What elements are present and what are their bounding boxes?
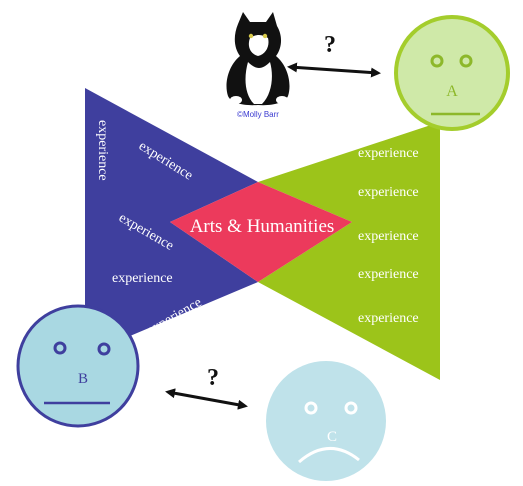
right-experience-label: experience [358, 146, 419, 161]
right-experience-label: experience [358, 185, 419, 200]
face-c [266, 361, 386, 481]
question-mark-bottom: ? [207, 365, 219, 391]
face-a [394, 15, 510, 131]
face-b [16, 304, 140, 428]
face-a-letter: A [446, 83, 458, 100]
face-c-letter: C [327, 429, 337, 445]
double-arrow-icon [287, 62, 381, 78]
photo-credit: ©Molly Barr [237, 110, 279, 119]
right-experience-label: experience [358, 311, 419, 326]
right-triangle [258, 122, 440, 380]
right-experience-label: experience [358, 229, 419, 244]
left-triangle [85, 88, 258, 355]
right-experience-label: experience [358, 267, 419, 282]
question-mark-top: ? [324, 32, 336, 58]
left-experience-label: experience [95, 120, 110, 181]
face-b-letter: B [78, 371, 88, 387]
double-arrow-icon [165, 388, 248, 410]
cat-photo-icon [226, 12, 290, 106]
center-label: Arts & Humanities [190, 216, 335, 237]
overlap-diamond [170, 182, 352, 282]
left-experience-label: experience [112, 271, 173, 286]
